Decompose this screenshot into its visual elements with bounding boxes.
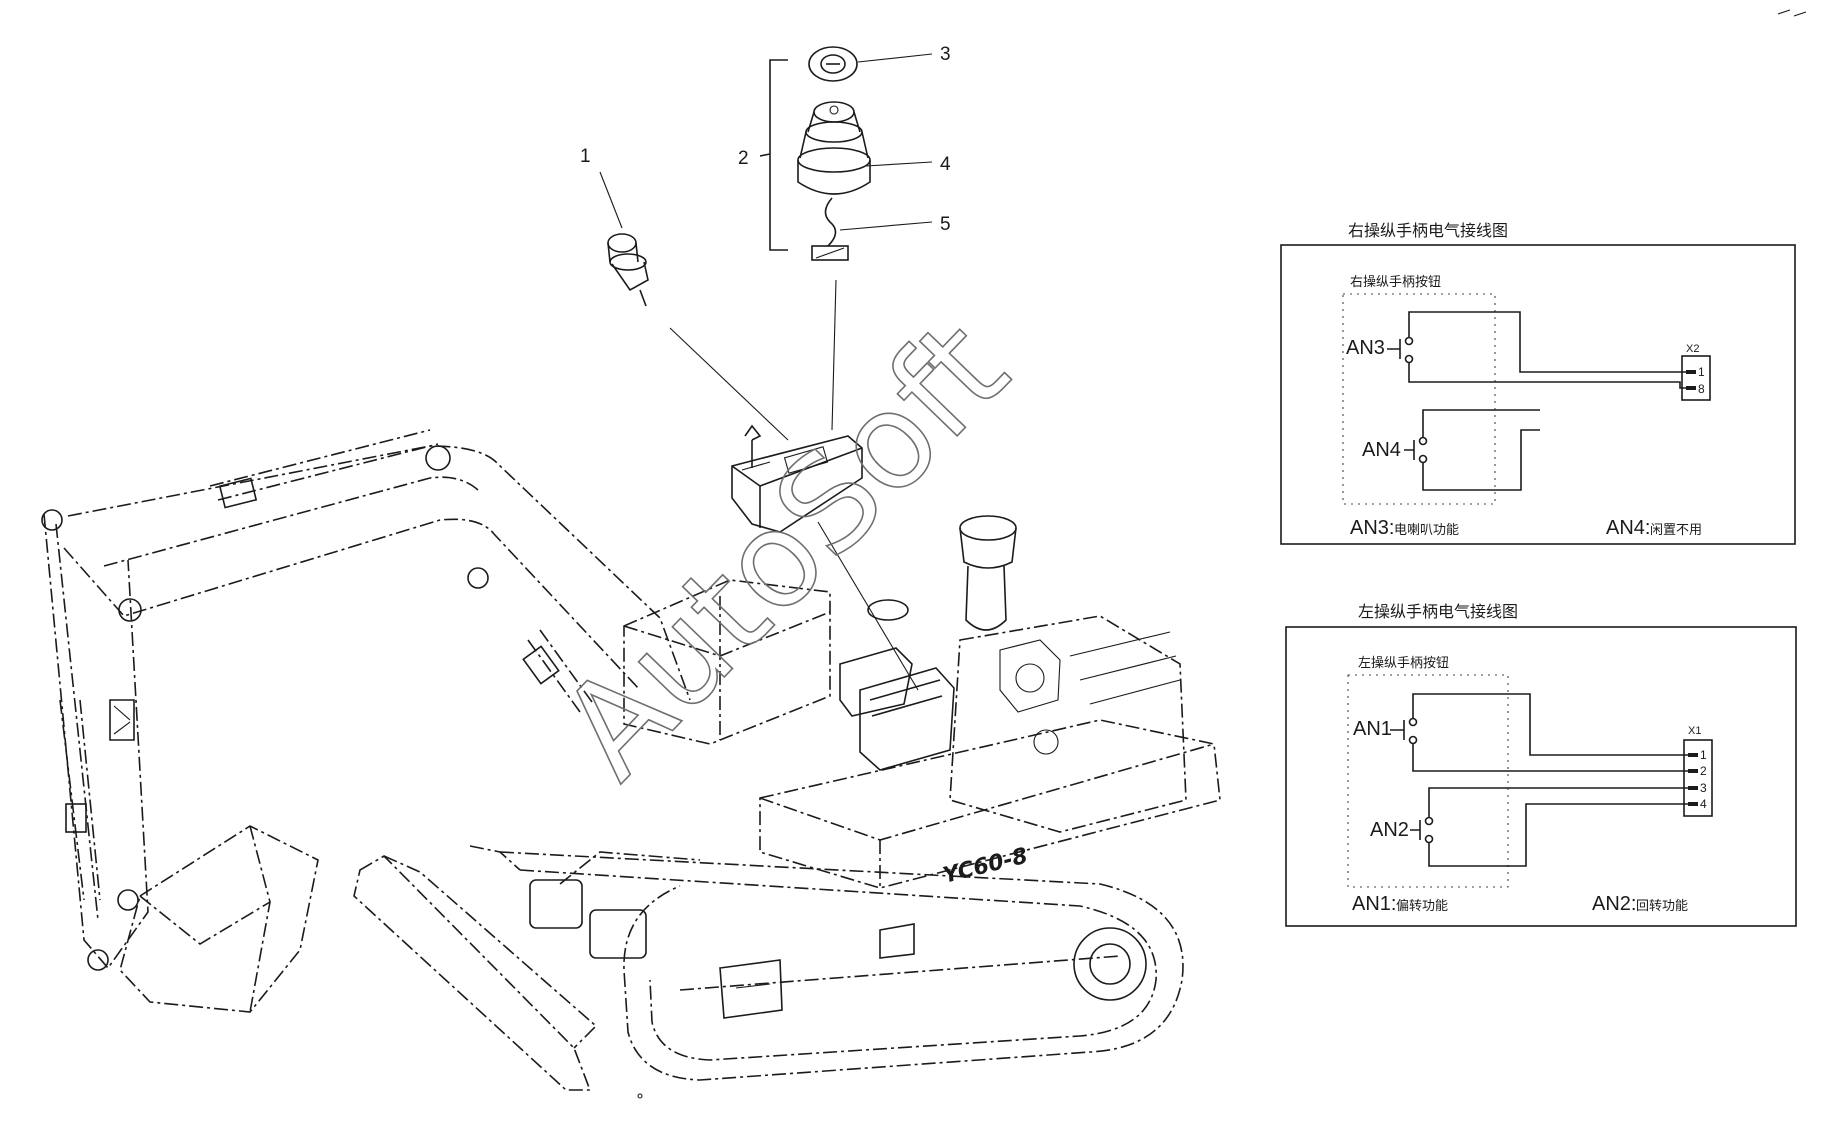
track: [469, 845, 1184, 1099]
callout-4: 4: [940, 154, 951, 175]
part-1-push-button: [607, 233, 649, 307]
left-diagram-title: 左操纵手柄电气接线图: [1358, 602, 1518, 621]
link-box-to-cab: [817, 521, 919, 691]
connector-x1: X1 1 2 3 4: [1683, 725, 1713, 817]
switch-an2: AN2: [1370, 787, 1690, 867]
upper-structure: YC60-8: [759, 719, 1221, 889]
svg-text:AN4: AN4: [1362, 439, 1401, 461]
arm: [41, 509, 149, 971]
right-handle-boundary: [1342, 293, 1496, 505]
model-label: YC60-8: [940, 844, 1030, 889]
svg-text:回转功能: 回转功能: [1636, 899, 1688, 914]
svg-text:偏转功能: 偏转功能: [1396, 899, 1448, 914]
svg-text:1: 1: [1698, 365, 1705, 379]
exploded-parts: 3 4 5 2: [580, 44, 951, 691]
cab: [623, 579, 955, 771]
right-wiring-diagram: 右操纵手柄电气接线图 右操纵手柄按钮 AN3 AN4 X2: [1280, 221, 1796, 545]
switch-an3: AN3: [1346, 311, 1690, 389]
svg-text:AN2:: AN2:: [1592, 893, 1636, 915]
left-diagram-frame: [1285, 626, 1797, 927]
bracket-2: [759, 59, 788, 251]
svg-text:8: 8: [1698, 382, 1705, 396]
callout-5: 5: [940, 214, 951, 235]
left-handle-boundary: [1347, 674, 1509, 888]
control-box: [731, 424, 863, 533]
leader-4: [865, 161, 933, 167]
svg-text:X2: X2: [1686, 343, 1699, 355]
part-3-cap: [808, 46, 858, 82]
svg-text:4: 4: [1700, 797, 1707, 811]
leader-1: [599, 171, 623, 229]
svg-text:X1: X1: [1688, 725, 1701, 737]
left-wiring-diagram: 左操纵手柄电气接线图 左操纵手柄按钮 AN1 AN2 X1: [1285, 602, 1797, 927]
bucket: [119, 825, 319, 1013]
left-notes: AN1: 偏转功能 AN2: 回转功能: [1352, 893, 1688, 915]
svg-text:AN3:: AN3:: [1350, 517, 1394, 539]
dozer-blade: [353, 854, 598, 1091]
engine: [949, 515, 1187, 833]
right-notes: AN3: 电喇叭功能 AN4: 闲置不用: [1350, 517, 1702, 539]
link-button-to-box: [669, 327, 789, 441]
callout-1: 1: [580, 146, 591, 167]
right-diagram-title: 右操纵手柄电气接线图: [1348, 221, 1508, 240]
connector-x2: X2 1 8: [1681, 343, 1711, 401]
part-4-switch: [797, 101, 871, 195]
switch-an1: AN1: [1353, 693, 1690, 772]
callout-2: 2: [738, 148, 749, 169]
svg-text:AN1: AN1: [1353, 718, 1392, 740]
svg-text:1: 1: [1700, 748, 1707, 762]
svg-text:AN3: AN3: [1346, 337, 1385, 359]
arm-cylinder: [59, 629, 593, 901]
svg-text:2: 2: [1700, 764, 1707, 778]
svg-text:AN2: AN2: [1370, 819, 1409, 841]
part-5-wire-connector: [811, 197, 849, 261]
svg-text:电喇叭功能: 电喇叭功能: [1394, 523, 1459, 538]
switch-an4: AN4: [1362, 409, 1540, 491]
boom-cylinder: [209, 429, 439, 509]
boom: [63, 445, 691, 701]
svg-text:AN1:: AN1:: [1352, 893, 1396, 915]
leader-5: [839, 221, 933, 231]
watermark: AutoSoft: [531, 292, 1037, 808]
right-diagram-frame: [1280, 244, 1796, 545]
corner-mark: [1777, 9, 1807, 17]
right-diagram-subtitle: 右操纵手柄按钮: [1350, 274, 1441, 290]
svg-text:3: 3: [1700, 781, 1707, 795]
callout-3: 3: [940, 44, 951, 65]
link-switch-to-box: [831, 279, 837, 431]
excavator: YC60-8: [41, 429, 1221, 1099]
svg-text:AN4:: AN4:: [1606, 517, 1650, 539]
svg-text:AutoSoft: AutoSoft: [532, 292, 1037, 807]
svg-text:闲置不用: 闲置不用: [1650, 523, 1702, 538]
leader-3: [857, 53, 933, 63]
left-diagram-subtitle: 左操纵手柄按钮: [1358, 655, 1449, 671]
